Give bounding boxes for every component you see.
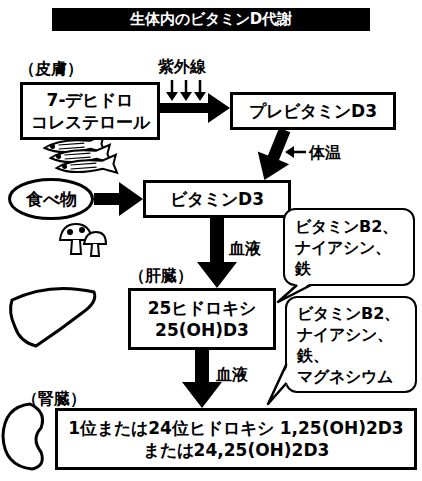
region-heading: （皮膚） <box>19 59 83 79</box>
node-label: 25ヒドロキシ 25(OH)D3 <box>131 297 273 341</box>
region-heading: （肝臓） <box>129 266 193 286</box>
mushroom-icon <box>60 224 106 256</box>
fish-icon <box>44 135 117 177</box>
node-label: 7-デヒドロ コレステロール <box>23 89 157 133</box>
process-box: ビタミンD3 <box>143 180 291 218</box>
liver-icon <box>11 288 95 346</box>
flow-arrow <box>258 128 291 180</box>
callout-text: ビタミンB2、ナイアシン、鉄、マグネシウム <box>297 303 405 387</box>
edge-label: 血液 <box>216 365 248 385</box>
region-heading: （腎臓） <box>22 389 86 409</box>
node-label: プレビタミンD3 <box>249 100 377 122</box>
callout-text: ビタミンB2、ナイアシン、鉄 <box>295 216 403 279</box>
label-pointer <box>285 146 306 158</box>
edge-label: 体温 <box>309 143 341 163</box>
source-ellipse: 食べ物 <box>8 178 94 220</box>
process-box: （肝臓）25ヒドロキシ 25(OH)D3 <box>128 288 276 350</box>
flow-arrow <box>94 182 143 216</box>
uv-ray-arrows <box>166 80 206 101</box>
callout-bubble: ビタミンB2、ナイアシン、鉄、マグネシウム <box>285 296 417 393</box>
callout-bubble: ビタミンB2、ナイアシン、鉄 <box>283 208 415 286</box>
process-box: プレビタミンD3 <box>230 92 396 130</box>
edge-label: 血液 <box>229 239 261 259</box>
process-box: （皮膚）7-デヒドロ コレステロール <box>20 82 160 140</box>
ellipse-shape <box>10 180 93 219</box>
flow-arrow <box>160 93 230 123</box>
process-box: （腎臓）1位または24位ヒドロキシ 1,25(OH)2D3 または24,25(O… <box>55 408 417 470</box>
kidney-icon <box>3 404 43 469</box>
title-band: 生体内のビタミンD代謝 <box>52 8 370 31</box>
node-label: 食べ物 <box>26 188 77 210</box>
node-label: ビタミンD3 <box>170 188 264 210</box>
annotation-label: 紫外線 <box>158 57 206 77</box>
node-label: 1位または24位ヒドロキシ 1,25(OH)2D3 または24,25(OH)2D… <box>65 417 408 461</box>
